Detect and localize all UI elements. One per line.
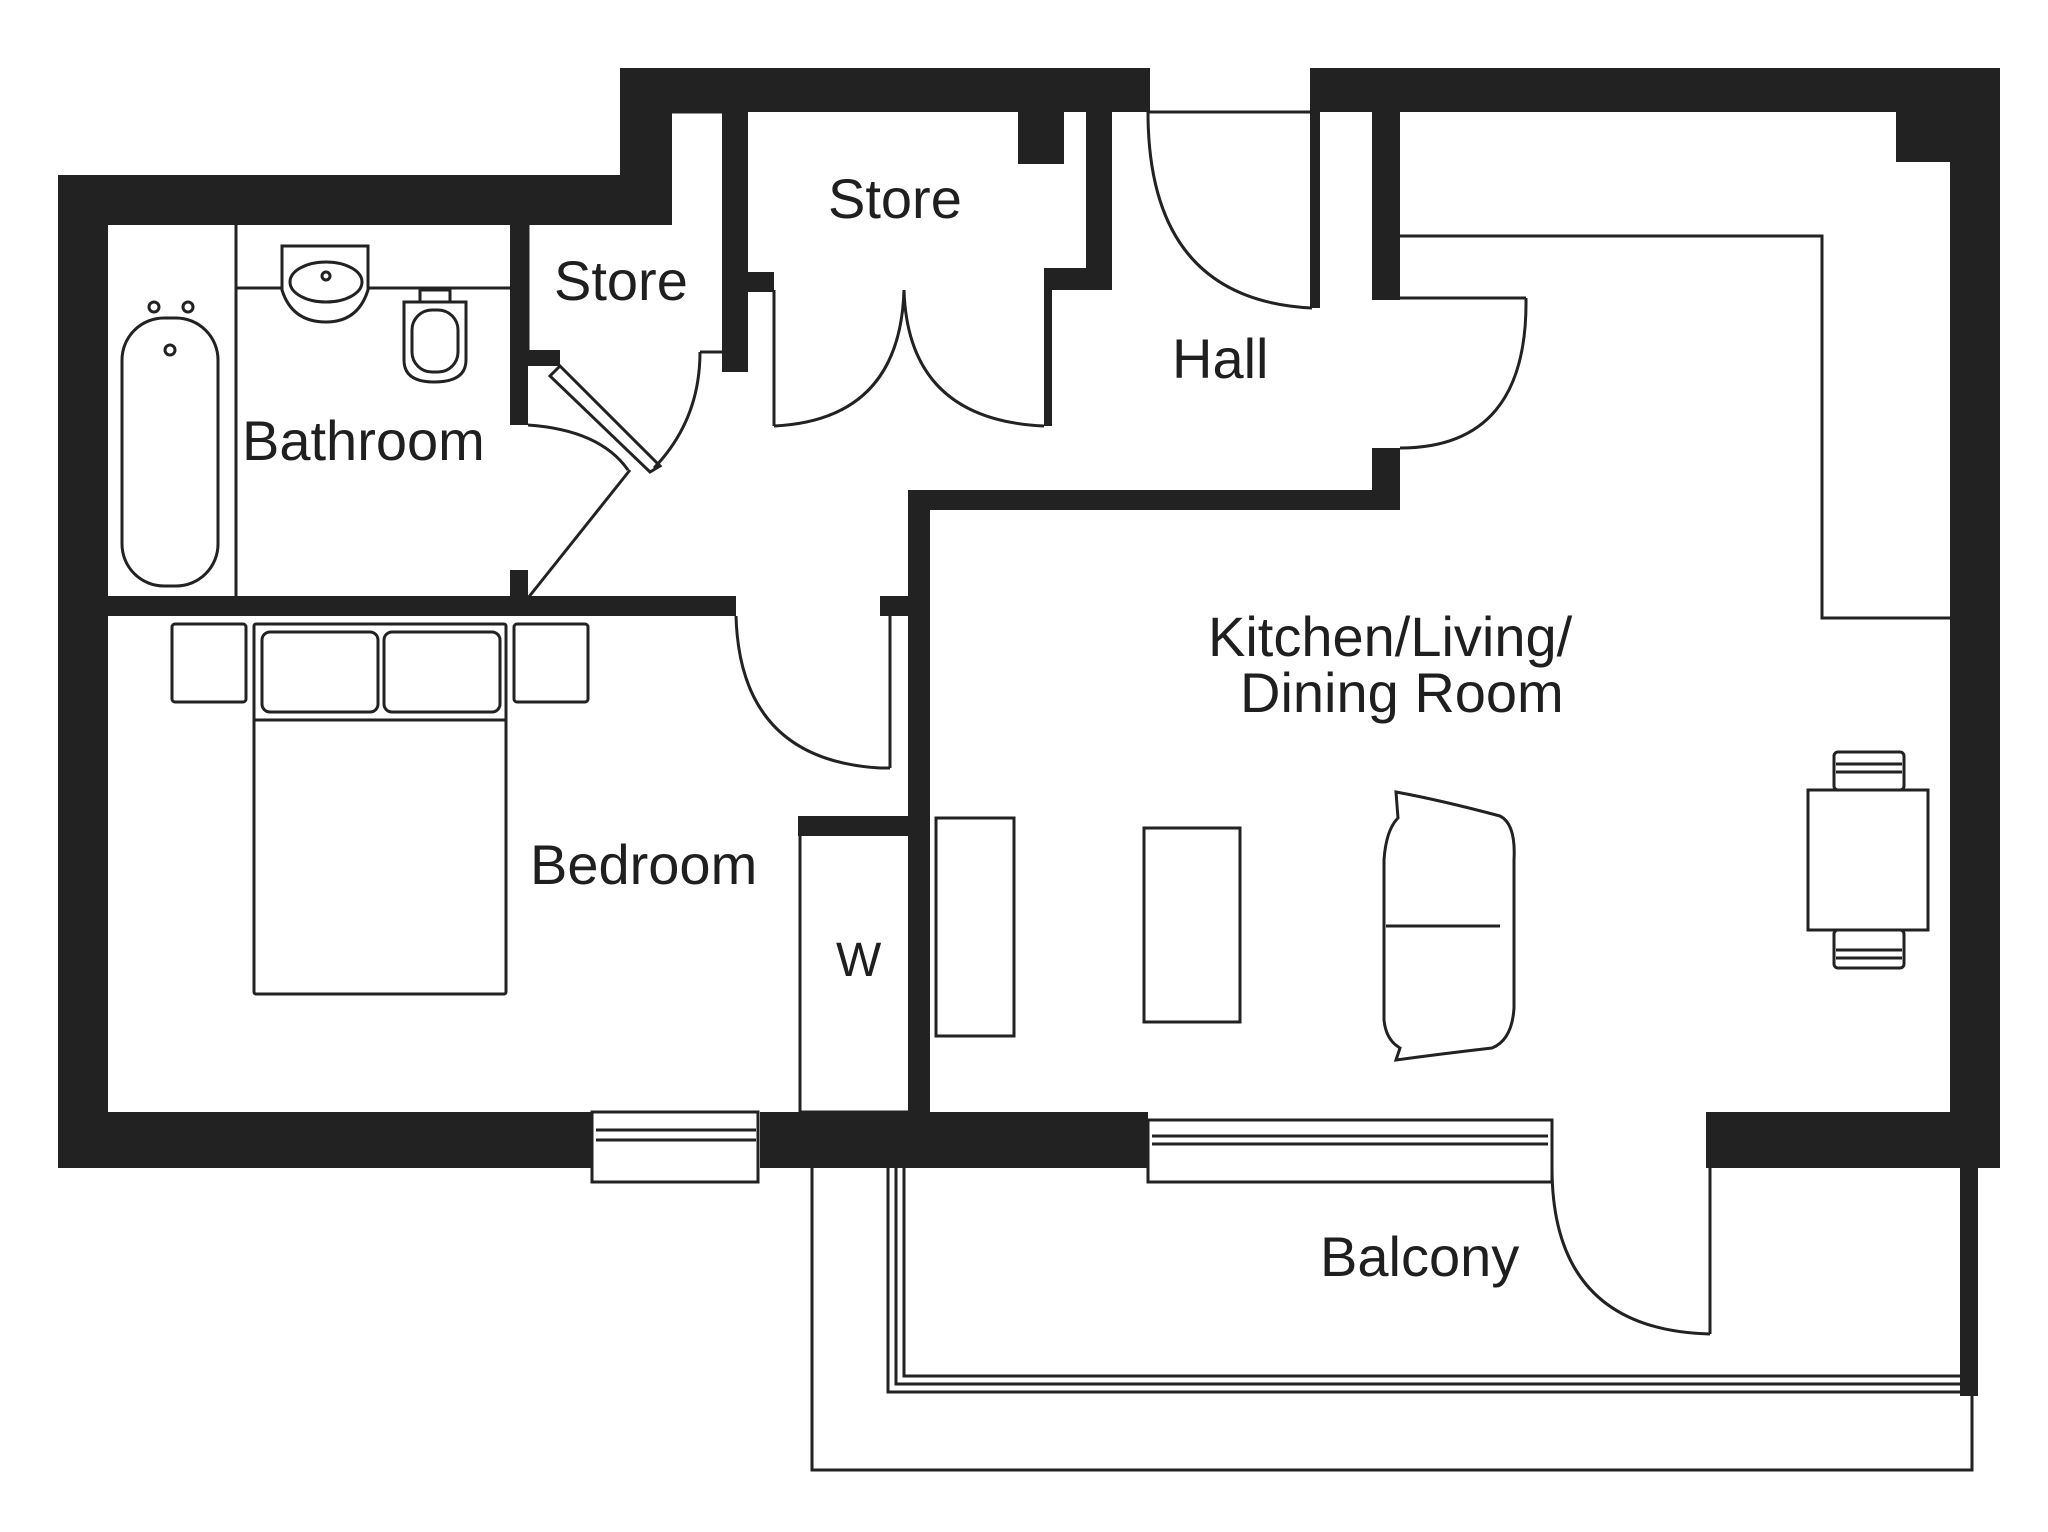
- kitchen-wall-west: [908, 490, 930, 1112]
- walls: [58, 68, 2000, 1396]
- room-label-wardrobe: W: [836, 934, 882, 987]
- store-wall-a: [722, 112, 748, 272]
- bathroom-door-leaf: [526, 469, 632, 599]
- balcony-post: [1960, 1168, 1978, 1396]
- store-left-door: [547, 363, 663, 474]
- bedroom-window: [590, 1110, 760, 1184]
- bedside-table-left: [170, 622, 248, 704]
- bedroom-wall-north: [108, 596, 736, 616]
- room-labels: Store Store Hall Bathroom Kitchen/Living…: [242, 167, 1573, 1288]
- corner-pier-ne: [1896, 112, 1950, 162]
- front-door: [1146, 111, 1313, 310]
- corner-pier-store: [1018, 112, 1064, 164]
- bedside-table-right: [512, 622, 590, 704]
- pillow-left: [260, 630, 380, 714]
- store-wall-b: [722, 272, 774, 292]
- kitchen-wall-stub: [880, 596, 908, 616]
- hall-wall-pier: [1310, 112, 1320, 308]
- room-label-balcony: Balcony: [1320, 1225, 1519, 1288]
- outer-wall-south-mid: [760, 1112, 1148, 1168]
- balcony-sliding-door: [1146, 1118, 1554, 1184]
- room-label-bathroom: Bathroom: [242, 409, 485, 472]
- room-label-bedroom: Bedroom: [530, 833, 757, 896]
- bathroom-wall-east-upper: [510, 225, 528, 425]
- furniture: [120, 244, 1930, 1062]
- room-label-kitchen-line2: Dining Room: [1240, 661, 1564, 724]
- tv-unit: [934, 816, 1016, 1038]
- room-label-kitchen-line1: Kitchen/Living/: [1208, 605, 1573, 668]
- outer-wall-south-east: [1706, 1112, 2000, 1168]
- bed: [252, 622, 508, 996]
- store-wall-e: [1044, 268, 1112, 290]
- coffee-table: [1142, 826, 1242, 1024]
- thin-lines: [234, 110, 1974, 1472]
- balcony-outline: [810, 1168, 1974, 1472]
- pillow-right: [382, 630, 502, 714]
- outer-wall-west: [58, 68, 1150, 1168]
- room-label-store-right: Store: [828, 167, 962, 230]
- kitchen-wall-lintel: [908, 490, 1400, 510]
- room-label-store-left: Store: [554, 249, 688, 312]
- kitchen-door: [1399, 297, 1528, 450]
- store-wall-f: [1044, 290, 1052, 426]
- kitchen-units: [1400, 234, 1950, 620]
- dining-table: [1806, 788, 1930, 932]
- room-label-hall: Hall: [1172, 327, 1268, 390]
- toilet-cistern: [418, 288, 452, 304]
- bathroom-wall-east-lower: [510, 570, 528, 602]
- kitchen-wall-top: [1372, 112, 1400, 300]
- bathroom-wall-east-stub: [510, 350, 560, 366]
- store-wall-c: [722, 292, 748, 372]
- bathtub: [120, 316, 220, 588]
- bedroom-door: [734, 615, 881, 770]
- balcony-door: [1550, 1167, 1711, 1336]
- wardrobe-wall: [798, 816, 908, 836]
- store-wall-d: [1086, 112, 1112, 290]
